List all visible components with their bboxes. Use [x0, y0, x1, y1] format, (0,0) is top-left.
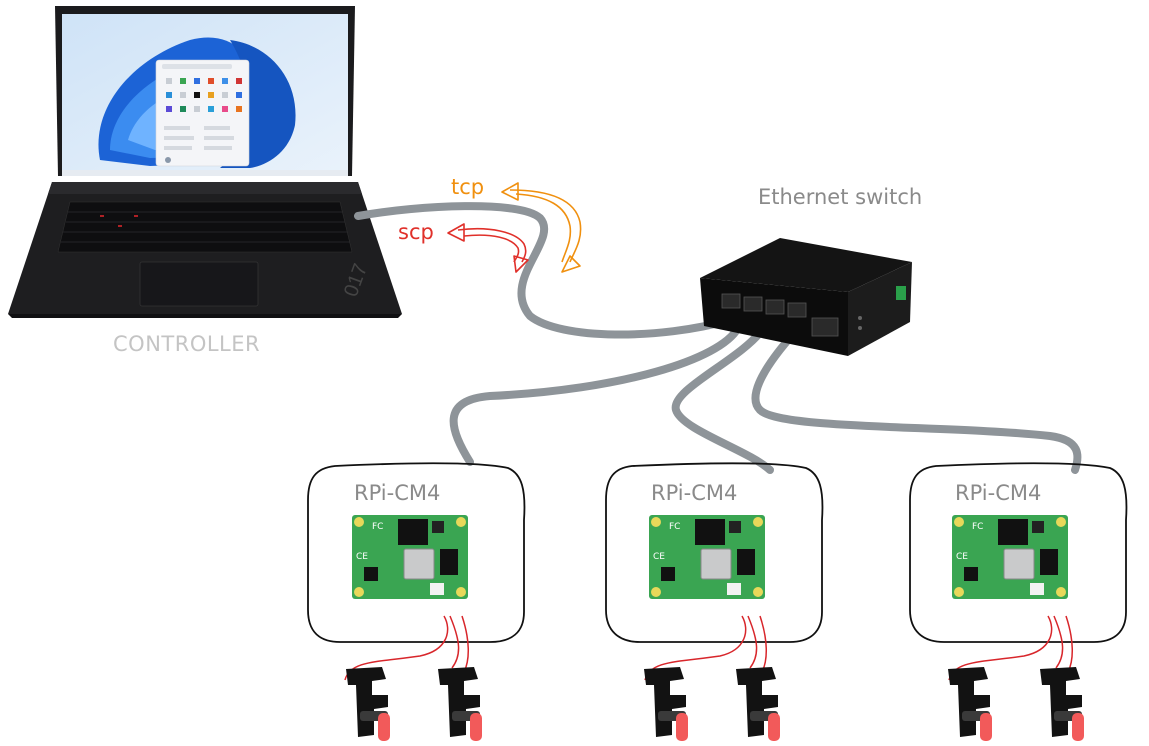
- scp-label: scp: [398, 220, 434, 244]
- rpi-cm4-module-2: FC CE: [649, 515, 765, 599]
- cable-switch-node1: [449, 324, 742, 466]
- scp-arrow: [447, 223, 529, 273]
- node-label-2: RPi-CM4: [651, 481, 738, 505]
- ethernet-cables: [354, 202, 1082, 474]
- keyboard: [57, 201, 353, 253]
- svg-text:CE: CE: [356, 552, 368, 562]
- node-label-1: RPi-CM4: [354, 481, 441, 505]
- node-label-3: RPi-CM4: [955, 481, 1042, 505]
- tcp-arrow: [501, 182, 582, 273]
- svg-text:FC: FC: [972, 522, 983, 532]
- ethernet-switch-image: [700, 238, 912, 356]
- svg-text:CE: CE: [653, 552, 665, 562]
- cable-controller-switch: [354, 202, 734, 339]
- rpi-cm4-module-3: FC CE: [952, 515, 1068, 599]
- controller-label: CONTROLLER: [113, 332, 261, 356]
- svg-text:FC: FC: [669, 522, 680, 532]
- switch-label: Ethernet switch: [758, 185, 923, 209]
- cable-switch-node2: [671, 326, 774, 474]
- rpi-cm4-module-1: FC CE: [352, 515, 468, 599]
- node-box-2: [605, 462, 824, 643]
- start-menu-panel: [155, 59, 250, 167]
- node-box-1: [307, 462, 526, 643]
- laptop-controller-image: 017: [8, 6, 402, 318]
- current-clamp-sensors: [346, 667, 1084, 741]
- svg-text:FC: FC: [372, 522, 383, 532]
- tcp-label: tcp: [451, 175, 485, 199]
- touchpad: [139, 261, 259, 307]
- svg-text:CE: CE: [956, 552, 968, 562]
- cable-switch-node3: [751, 328, 1082, 474]
- node-box-3: [909, 462, 1128, 643]
